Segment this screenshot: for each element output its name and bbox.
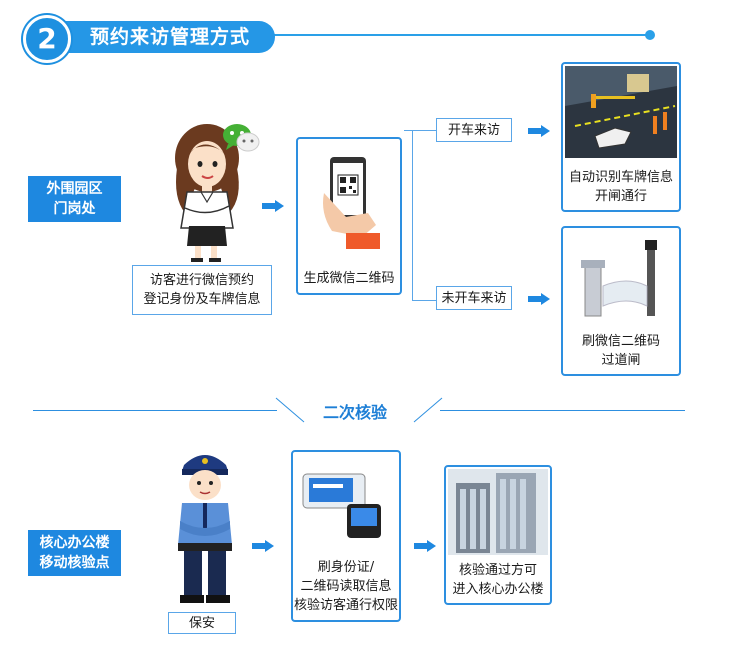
wechat-icon [223,124,260,152]
result-car-box: 自动识别车牌信息 开闸通行 [561,62,681,212]
visitor-caption-box: 访客进行微信预约 登记身份及车牌信息 [132,265,272,315]
device-caption-line: 二维码读取信息 [300,579,392,594]
header-line [60,34,650,36]
office-building-illustration [448,469,548,555]
result-car-line: 自动识别车牌信息 [568,170,673,185]
divider-slash-right [413,397,443,423]
branch-nocar-label: 未开车来访 [436,286,512,310]
building-caption-line: 核验通过方可 [458,563,537,578]
qr-caption: 生成微信二维码 [303,271,395,286]
divider-line-left [33,410,277,411]
building-box: 核验通过方可 进入核心办公楼 [444,465,552,605]
divider-line-right [440,410,685,411]
result-nocar-line: 刷微信二维码 [581,334,660,349]
result-car-line: 开闸通行 [594,189,647,204]
visitor-caption-line: 访客进行微信预约 [149,273,254,288]
arrow-icon [262,200,284,212]
location-label-line: 移动核验点 [39,555,110,571]
location-label-line: 核心办公楼 [39,535,110,551]
branch-line-upper [412,130,436,131]
location-label-gate: 外围园区 门岗处 [28,176,121,222]
arrow-icon [252,540,274,552]
branch-car-label: 开车来访 [436,118,512,142]
location-label-line: 门岗处 [53,201,96,217]
qr-phone-icon [323,157,380,249]
branch-line-bottom [412,300,436,301]
arrow-icon [414,540,436,552]
location-label-line: 外围园区 [46,181,103,197]
building-caption-line: 进入核心办公楼 [452,582,544,597]
result-nocar-line: 过道闸 [601,353,641,368]
device-caption-line: 核验访客通行权限 [293,598,398,613]
guard-caption: 保安 [168,612,236,634]
qr-code-box: 生成微信二维码 [296,137,402,295]
turnstile-gate-illustration [581,240,657,317]
page-title: 预约来访管理方式 [60,21,275,53]
device-box: 刷身份证/ 二维码读取信息 核验访客通行权限 [291,450,401,622]
location-label-core: 核心办公楼 移动核验点 [28,530,121,576]
divider-title: 二次核验 [323,403,388,422]
device-caption-line: 刷身份证/ [317,560,375,575]
branch-line-vertical [412,130,413,300]
visitor-woman-illustration [175,124,239,262]
arrow-icon [528,125,550,137]
visitor-caption-line: 登记身份及车牌信息 [143,292,261,307]
parking-gate-illustration [565,66,677,158]
step-number-badge: 2 [23,15,71,63]
header-dot [645,30,655,40]
result-nocar-box: 刷微信二维码 过道闸 [561,226,681,376]
arrow-icon [528,293,550,305]
security-guard-illustration [178,455,232,603]
id-reader-device-illustration [302,473,381,538]
divider-slash-left [275,397,305,423]
